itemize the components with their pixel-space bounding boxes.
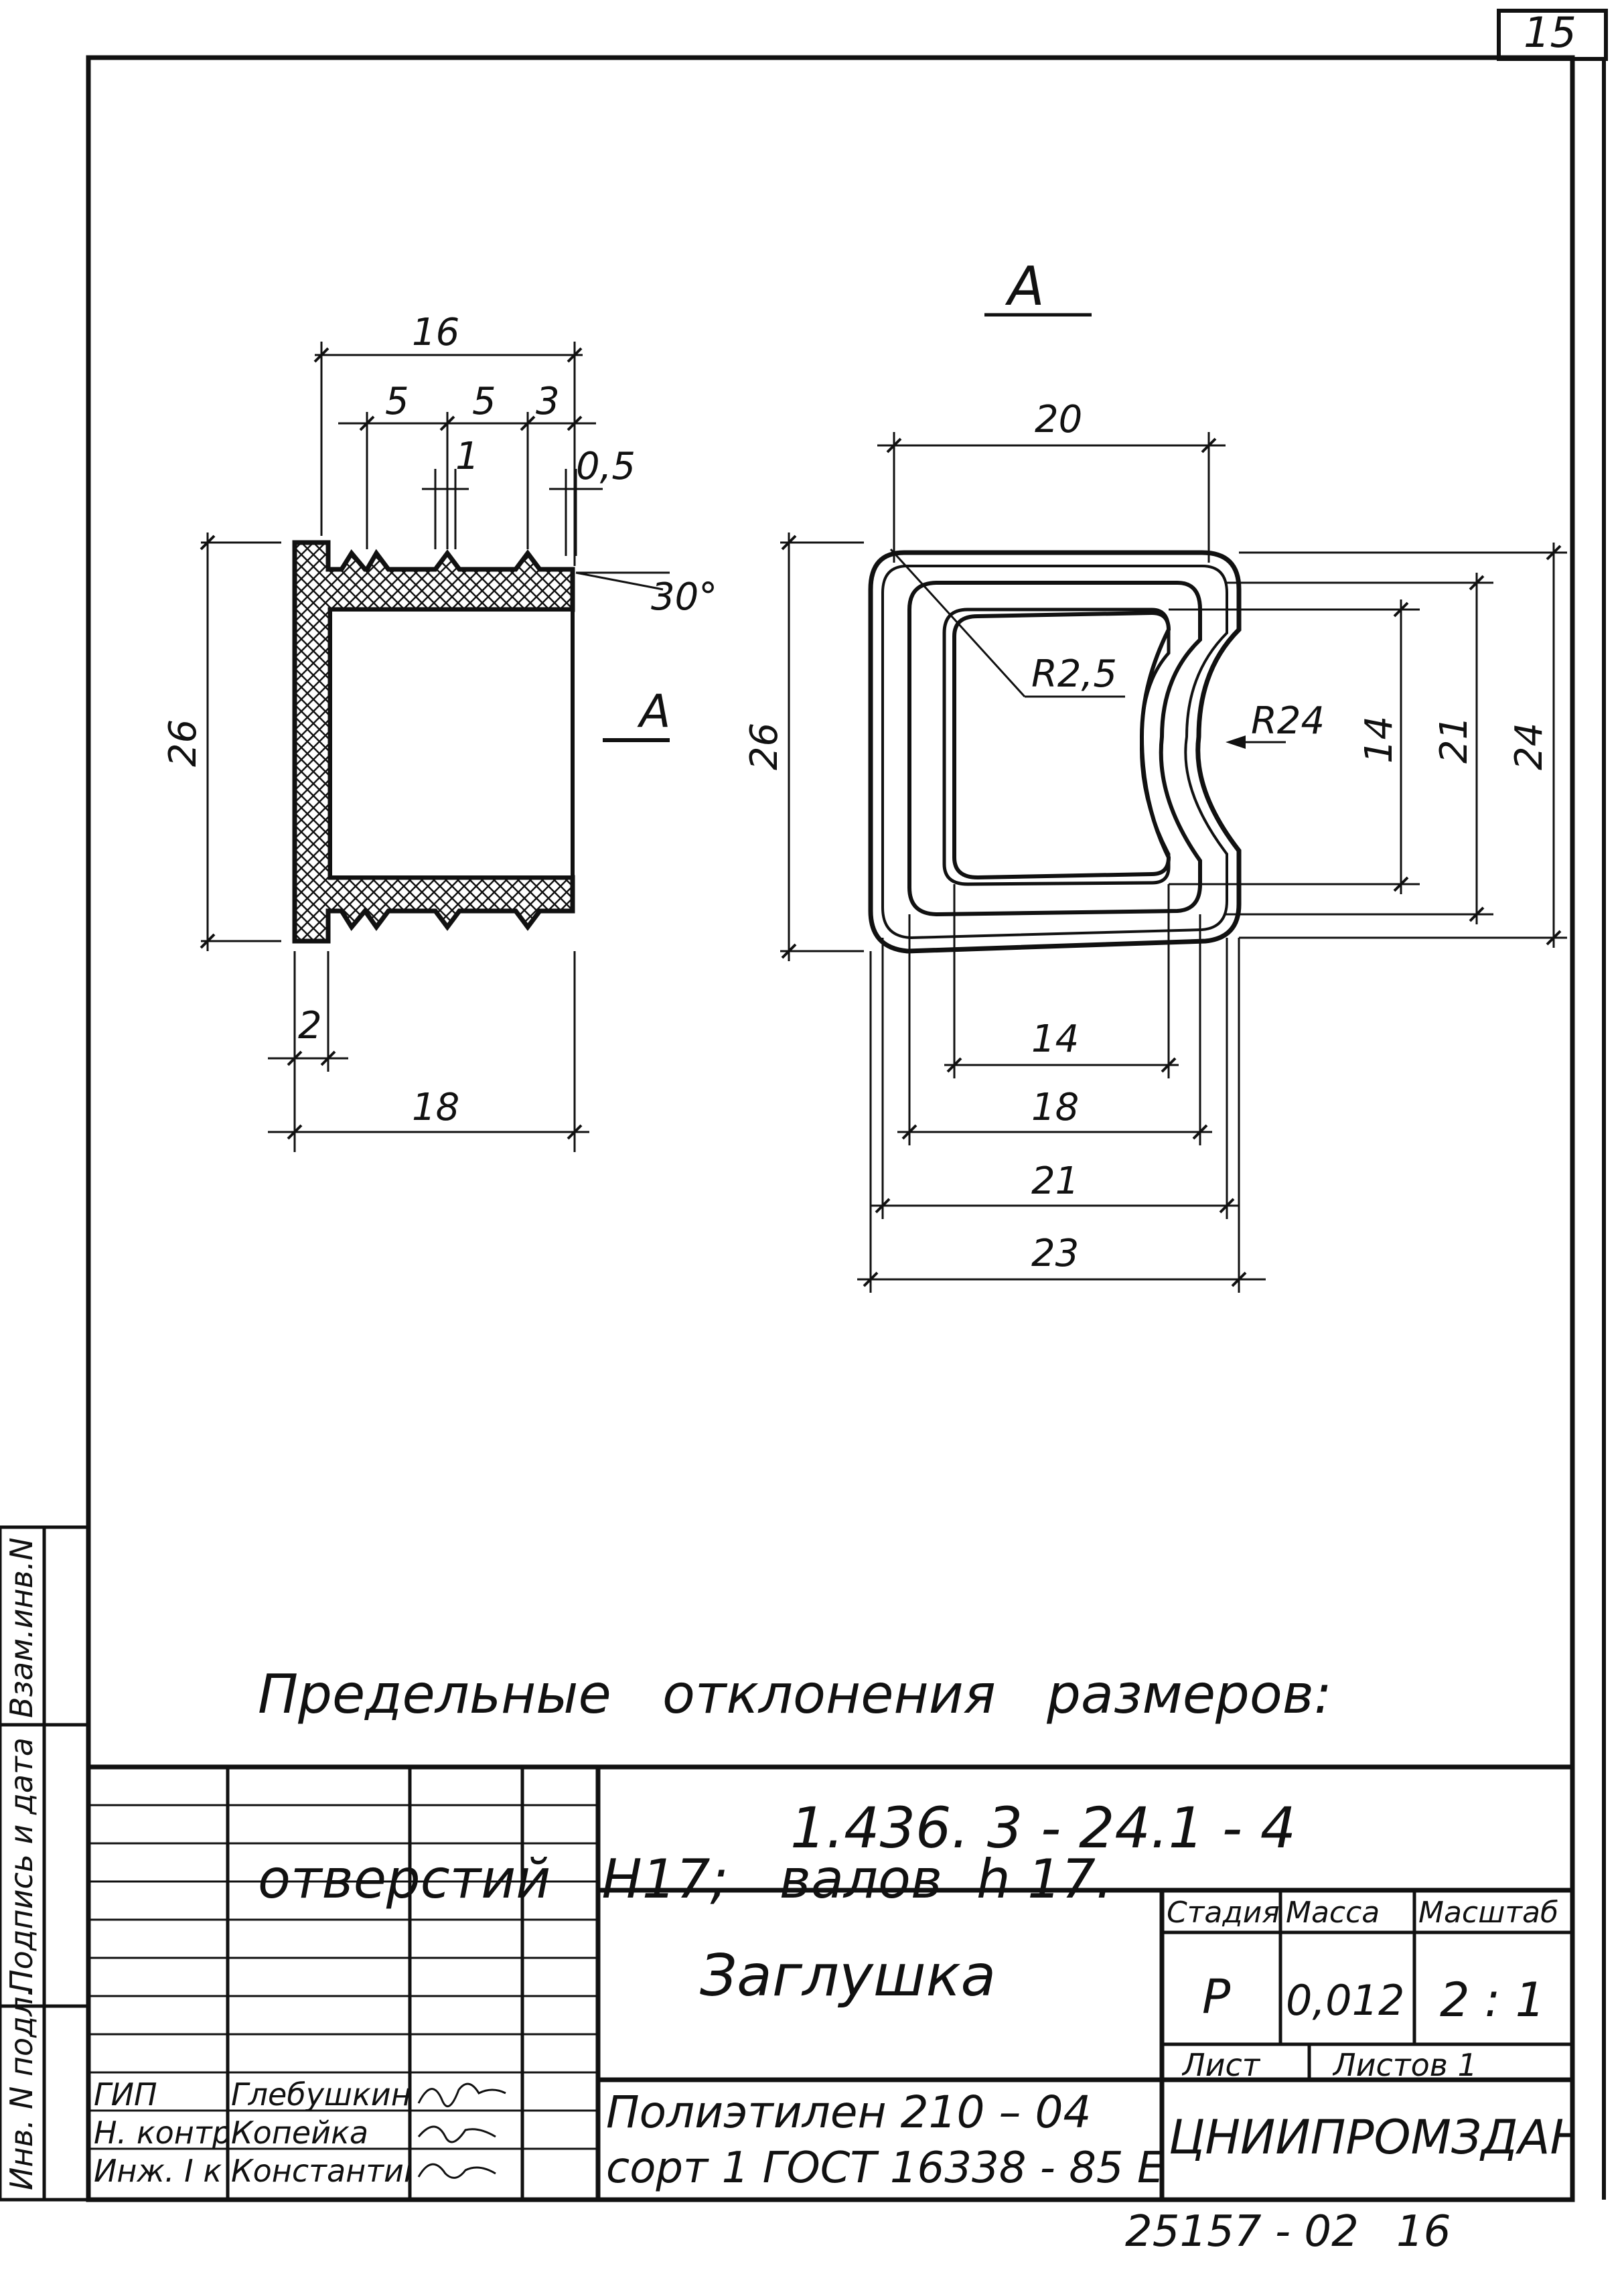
tolerance-note-line1: Предельные отклонения размеров:	[258, 1663, 1332, 1725]
side-strip-sign: Подпись и дата	[3, 1737, 40, 1993]
dim-18-side: 18	[412, 1086, 459, 1129]
side-strip-inv: Инв. N подл.	[3, 1987, 40, 2190]
dim-5b: 5	[472, 380, 496, 423]
front-view	[780, 313, 1567, 1293]
part-name: Заглушка	[700, 1942, 996, 2009]
title-block-grid	[86, 1764, 1575, 2202]
dim-18-horiz: 18	[1031, 1086, 1079, 1129]
dim-30deg: 30°	[651, 575, 717, 619]
dim-24-vert: 24	[1507, 723, 1551, 770]
dim-21-vert: 21	[1432, 716, 1476, 764]
name-norm-control: Копейка	[231, 2115, 369, 2151]
scale-header: Масштаб	[1418, 1896, 1559, 1930]
dim-0-5: 0,5	[576, 445, 636, 488]
dim-14-horiz: 14	[1031, 1017, 1079, 1061]
organization: ЦНИИПРОМЗДАНИЙ	[1169, 2110, 1570, 2165]
footer-code: 25157 - 02	[1125, 2207, 1359, 2257]
view-label: А	[1005, 255, 1045, 317]
material-line1: Полиэтилен 210 – 04	[606, 2086, 1092, 2138]
dim-2: 2	[298, 1004, 322, 1048]
material-line2: сорт 1 ГОСТ 16338 - 85 Е	[606, 2143, 1165, 2193]
sheet-label: Лист	[1182, 2047, 1260, 2083]
side-view	[200, 342, 670, 1152]
sheet-number: 15	[1524, 8, 1576, 57]
role-engineer: Инж. I к	[94, 2153, 222, 2189]
dim-16: 16	[412, 311, 459, 354]
dim-20: 20	[1035, 398, 1082, 441]
dim-5a: 5	[385, 380, 409, 423]
name-gip: Глебушкин	[231, 2076, 409, 2113]
dim-1: 1	[455, 435, 479, 478]
dim-26-side: 26	[161, 719, 205, 767]
sheet-number-box	[1497, 9, 1608, 61]
drawing-designation: 1.436. 3 - 24.1 - 4	[790, 1795, 1297, 1861]
role-gip: ГИП	[94, 2076, 157, 2113]
stage-value: Р	[1202, 1969, 1231, 2024]
dim-r24: R24	[1251, 699, 1325, 743]
scale-value: 2 : 1	[1440, 1973, 1546, 2028]
section-label: А	[637, 685, 671, 738]
tolerance-note: Предельные отклонения размеров: отверсти…	[258, 1541, 1332, 1972]
dim-3: 3	[536, 380, 560, 423]
name-engineer: Константинова	[231, 2153, 409, 2189]
dim-21-horiz: 21	[1031, 1159, 1079, 1203]
dim-26-front: 26	[743, 723, 786, 770]
side-strip-replace: Взам.инв.N	[3, 1537, 40, 1718]
mass-header: Масса	[1286, 1896, 1380, 1930]
dim-14-vert: 14	[1357, 716, 1401, 764]
footer-page: 16	[1396, 2207, 1451, 2257]
mass-value: 0,012	[1286, 1976, 1405, 2025]
dim-23-horiz: 23	[1031, 1232, 1079, 1275]
tolerance-note-line2: отверстий Н17; валов h 17.	[258, 1848, 1113, 1910]
side-view-cavity	[328, 608, 575, 879]
dim-r2-5: R2,5	[1031, 652, 1117, 696]
sheets-label: Листов 1	[1333, 2047, 1477, 2083]
stage-header: Стадия	[1167, 1896, 1280, 1930]
role-norm-control: Н. контр.	[94, 2115, 226, 2151]
